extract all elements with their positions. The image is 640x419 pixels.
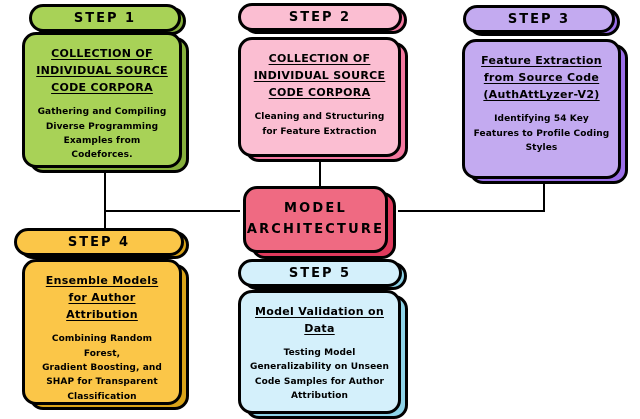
step-3-title-line-2: from Source Code	[483, 71, 600, 85]
step-4-title-line-3: Attribution	[66, 308, 138, 322]
step-3-body-line-3: Styles	[525, 142, 558, 153]
step-2-badge[interactable]: STEP 2	[238, 3, 402, 31]
step-1-badge-label: STEP 1	[73, 10, 137, 26]
step-4-body-line-2: Gradient Boosting, and	[42, 362, 162, 373]
step-1-title: COLLECTION OF INDIVIDUAL SOURCE CODE COR…	[36, 45, 168, 96]
step-5-body-line-3: Code Samples for Author	[254, 376, 385, 387]
step-5-title: Model Validation on Data	[255, 303, 384, 337]
model-architecture-node[interactable]: MODEL ARCHITECTURE	[243, 186, 388, 253]
step-4-badge-label: STEP 4	[67, 234, 131, 250]
step-4-title: Ensemble Models for Author Attribution	[46, 272, 158, 323]
step-3-body-line-2: Features to Profile Coding	[473, 128, 610, 139]
step-3-body: Identifying 54 Key Features to Profile C…	[474, 112, 610, 155]
step-1-body-line-1: Gathering and Compiling	[37, 107, 167, 118]
step-1-title-line-3: CODE CORPORA	[51, 81, 153, 95]
step-2-body: Cleaning and Structuring for Feature Ext…	[255, 110, 385, 139]
step-3-title-line-3: (AuthAttLyzer-V2)	[483, 88, 600, 102]
model-architecture-line-1: MODEL	[284, 201, 347, 217]
step-3-badge[interactable]: STEP 3	[463, 5, 615, 33]
step-3-title: Feature Extraction from Source Code (Aut…	[481, 52, 602, 103]
step-2-title: COLLECTION OF INDIVIDUAL SOURCE CODE COR…	[254, 50, 386, 101]
step-4-body-line-3: SHAP for Transparent	[46, 377, 158, 388]
step-5-badge[interactable]: STEP 5	[238, 259, 402, 287]
step-1-card[interactable]: COLLECTION OF INDIVIDUAL SOURCE CODE COR…	[22, 32, 182, 168]
step-2-card[interactable]: COLLECTION OF INDIVIDUAL SOURCE CODE COR…	[238, 37, 401, 157]
step-4-badge[interactable]: STEP 4	[14, 228, 184, 256]
step-3-card[interactable]: Feature Extraction from Source Code (Aut…	[462, 39, 621, 179]
connector-junction-to-step4	[104, 210, 106, 234]
connector-left-to-center	[104, 210, 240, 212]
step-2-title-line-2: INDIVIDUAL SOURCE	[253, 69, 386, 83]
step-1-title-line-1: COLLECTION OF	[51, 47, 153, 60]
step-4-body: Combining Random Forest, Gradient Boosti…	[33, 332, 171, 404]
step-1-body: Gathering and Compiling Diverse Programm…	[33, 105, 171, 163]
step-4-card[interactable]: Ensemble Models for Author Attribution C…	[22, 259, 182, 405]
step-5-body-line-4: Attribution	[290, 391, 348, 402]
step-5-body: Testing Model Generalizability on Unseen…	[250, 346, 389, 404]
step-4-body-line-1: Combining Random Forest,	[51, 334, 153, 359]
step-1-body-line-2: Diverse Programming	[45, 121, 159, 132]
step-3-body-line-1: Identifying 54 Key	[494, 114, 589, 125]
step-4-title-line-1: Ensemble Models	[45, 274, 159, 287]
step-1-title-line-2: INDIVIDUAL SOURCE	[36, 64, 168, 78]
step-5-body-line-1: Testing Model	[283, 348, 356, 359]
step-4-title-line-2: for Author	[68, 291, 136, 305]
step-2-body-line-2: for Feature Extraction	[262, 126, 377, 137]
step-2-body-line-1: Cleaning and Structuring	[254, 112, 385, 123]
connector-right-to-center	[398, 210, 545, 212]
step-5-title-line-1: Model Validation on	[255, 305, 384, 318]
step-1-badge[interactable]: STEP 1	[29, 4, 181, 32]
model-architecture-label: MODEL ARCHITECTURE	[247, 199, 384, 239]
step-1-body-line-3: Examples from Codeforces.	[63, 135, 141, 161]
step-3-badge-label: STEP 3	[507, 11, 571, 27]
step-5-body-line-2: Generalizability on Unseen	[249, 362, 389, 373]
connector-step3-down	[543, 183, 545, 212]
step-3-title-line-1: Feature Extraction	[481, 54, 602, 67]
connector-step2-to-center	[319, 160, 321, 188]
step-2-title-line-3: CODE CORPORA	[268, 86, 371, 100]
step-5-card[interactable]: Model Validation on Data Testing Model G…	[238, 290, 401, 414]
step-5-title-line-2: Data	[304, 322, 335, 336]
connector-step1-down	[104, 168, 106, 212]
model-architecture-line-2: ARCHITECTURE	[246, 221, 385, 237]
step-2-badge-label: STEP 2	[288, 9, 352, 25]
step-2-title-line-1: COLLECTION OF	[268, 52, 371, 65]
step-5-badge-label: STEP 5	[288, 265, 352, 281]
step-4-body-line-4: Classification	[67, 391, 137, 402]
